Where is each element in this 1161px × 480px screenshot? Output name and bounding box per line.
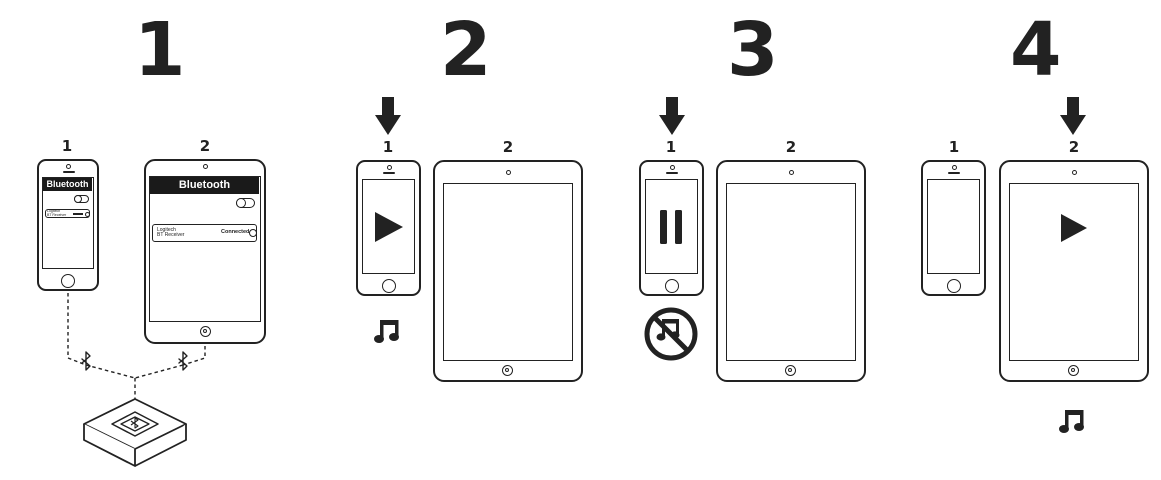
step-number-4: 4 (1010, 7, 1062, 93)
phone-speaker (948, 172, 960, 174)
home-button[interactable] (785, 365, 796, 376)
bluetooth-title: Bluetooth (43, 178, 92, 191)
down-arrow-icon (1060, 97, 1086, 135)
tablet-camera (203, 164, 208, 169)
dashed-link-phone (67, 293, 87, 366)
step1-device2-label: 2 (199, 137, 211, 155)
play-icon (1061, 214, 1087, 242)
step-number-3: 3 (727, 7, 779, 93)
home-button[interactable] (665, 279, 679, 293)
step2-tablet (433, 160, 583, 382)
phone-speaker (63, 171, 75, 173)
bluetooth-icon (81, 351, 91, 371)
step4-tablet (999, 160, 1149, 382)
phone-camera (66, 164, 71, 169)
connection-status: Connected (221, 229, 250, 235)
home-button-inner (788, 368, 792, 372)
tablet-camera (789, 170, 794, 175)
device-name-line1: Logitech (157, 227, 176, 233)
connecting-indicator (73, 213, 83, 215)
phone-screen (927, 179, 980, 274)
tablet-camera (506, 170, 511, 175)
step3-tablet (716, 160, 866, 382)
tablet-screen (1009, 183, 1139, 361)
dashed-link-phone-receiver (85, 364, 136, 379)
home-button[interactable] (947, 279, 961, 293)
device-name-line2: BT Receiver (157, 232, 185, 239)
phone-speaker (666, 172, 678, 174)
phone-camera (387, 165, 392, 170)
step2-device1-label: 1 (382, 138, 394, 156)
home-button[interactable] (61, 274, 75, 288)
home-button[interactable] (200, 326, 211, 337)
home-button[interactable] (1068, 365, 1079, 376)
step3-device1-label: 1 (665, 138, 677, 156)
bluetooth-title: Bluetooth (150, 177, 259, 194)
step-number-2: 2 (440, 7, 492, 93)
step3-device2-label: 2 (785, 138, 797, 156)
music-note-icon (1059, 410, 1084, 433)
step4-device2-label: 2 (1068, 138, 1080, 156)
toggle-knob (236, 198, 246, 208)
bluetooth-toggle[interactable] (74, 195, 89, 203)
phone-camera (670, 165, 675, 170)
phone-screen (645, 179, 698, 274)
play-icon (375, 212, 403, 242)
home-button-inner (505, 368, 509, 372)
pause-icon (660, 210, 682, 244)
info-icon[interactable] (249, 229, 257, 237)
step-number-1: 1 (134, 7, 186, 93)
toggle-knob (74, 195, 82, 203)
home-button-inner (203, 329, 207, 333)
bluetooth-receiver-icon (83, 398, 187, 467)
dashed-link-tablet-receiver (134, 364, 184, 379)
dashed-link-tablet (182, 346, 206, 366)
phone-camera (952, 165, 957, 170)
device-name-line1: Logitech (47, 209, 61, 213)
step2-device2-label: 2 (502, 138, 514, 156)
tablet-screen (726, 183, 856, 361)
phone-speaker (383, 172, 395, 174)
tablet-camera (1072, 170, 1077, 175)
tablet-screen (443, 183, 573, 361)
home-button[interactable] (502, 365, 513, 376)
step4-device1-label: 1 (948, 138, 960, 156)
music-note-icon (374, 320, 399, 343)
no-music-icon (644, 307, 698, 361)
step1-device1-label: 1 (61, 137, 73, 155)
home-button[interactable] (382, 279, 396, 293)
home-button-inner (1071, 368, 1075, 372)
bluetooth-icon (178, 351, 188, 371)
step4-phone (921, 160, 986, 296)
bluetooth-toggle[interactable] (236, 198, 255, 208)
info-icon[interactable] (85, 211, 90, 217)
down-arrow-icon (659, 97, 685, 135)
device-name-line2: BT Receiver (47, 212, 67, 217)
step3-phone (639, 160, 704, 296)
down-arrow-icon (375, 97, 401, 135)
